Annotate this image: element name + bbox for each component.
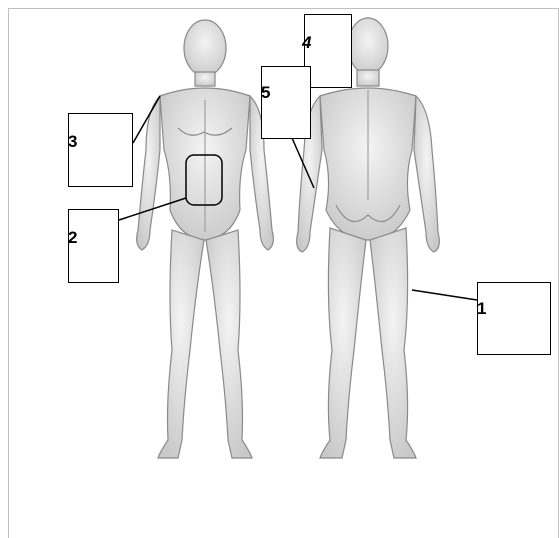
label-number-4: 4: [302, 34, 311, 51]
label-box-4[interactable]: [304, 14, 352, 88]
front-neck: [195, 72, 215, 86]
back-right-leg: [370, 228, 416, 458]
label-number-3: 3: [68, 133, 77, 150]
back-neck: [357, 70, 379, 86]
back-head: [348, 18, 388, 74]
label-number-1: 1: [477, 300, 486, 317]
label-box-5[interactable]: [261, 66, 311, 139]
label-number-2: 2: [68, 229, 77, 246]
label-box-3[interactable]: [68, 113, 133, 187]
back-right-arm: [414, 96, 439, 252]
front-left-arm: [137, 96, 160, 250]
label-box-1[interactable]: [477, 282, 551, 355]
front-left-leg: [158, 230, 204, 458]
leader-1: [412, 290, 477, 300]
front-head: [184, 20, 226, 76]
label-number-5: 5: [261, 84, 270, 101]
front-figure: [137, 20, 274, 458]
back-left-leg: [320, 228, 366, 458]
front-right-leg: [206, 230, 252, 458]
